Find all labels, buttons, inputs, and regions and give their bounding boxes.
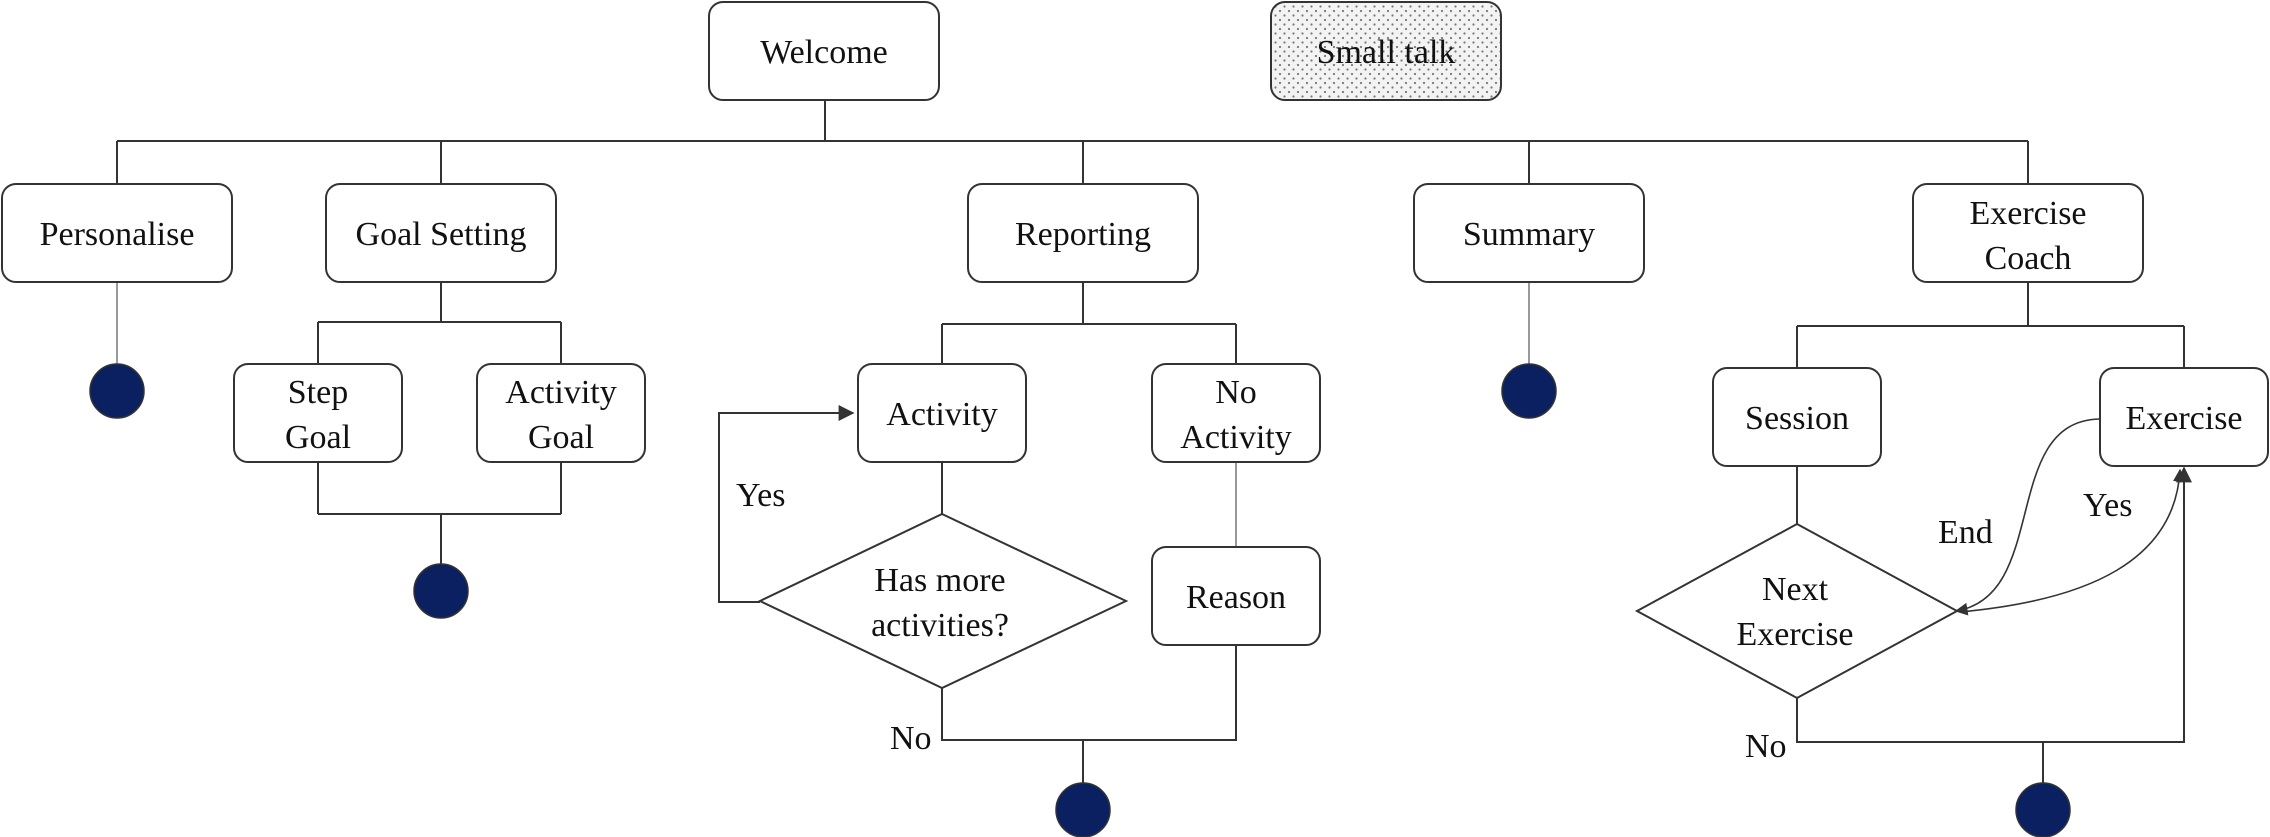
summary-node: Summary	[1413, 183, 1645, 283]
has-more-activities-decision: Has more activities?	[757, 512, 1129, 690]
has-more-label-line2: activities?	[871, 607, 1009, 644]
reason-node: Reason	[1151, 546, 1321, 646]
activity-goal-label-line1: Activity	[505, 374, 616, 411]
yes-edge-label: Yes	[736, 477, 785, 514]
next-exercise-label-line2: Exercise	[1736, 616, 1853, 653]
session-node: Session	[1712, 367, 1882, 467]
yes-exercise-edge-label: Yes	[2083, 487, 2132, 524]
activity-node: Activity	[857, 363, 1027, 463]
exercise-label: Exercise	[2125, 400, 2242, 437]
step-goal-label-line2: Goal	[285, 419, 351, 456]
connectors	[116, 100, 2192, 790]
goal-setting-end-terminal	[413, 563, 469, 619]
step-goal-node: Step Goal	[233, 363, 403, 463]
no-exercise-edge-label: No	[1745, 728, 1787, 765]
personalise-label: Personalise	[40, 216, 195, 253]
exercise-node: Exercise	[2099, 367, 2269, 467]
summary-end-terminal	[1501, 363, 1557, 419]
has-more-label-line1: Has more	[874, 562, 1005, 599]
personalise-node: Personalise	[1, 183, 233, 283]
small-talk-node: Small talk	[1270, 1, 1502, 101]
summary-label: Summary	[1463, 216, 1595, 253]
goal-setting-node: Goal Setting	[325, 183, 557, 283]
reason-label: Reason	[1186, 579, 1286, 616]
next-exercise-decision: Next Exercise	[1634, 522, 1960, 700]
small-talk-label: Small talk	[1317, 34, 1456, 71]
activity-goal-label-line2: Goal	[528, 419, 594, 456]
no-edge-label: No	[890, 720, 932, 757]
exercise-coach-label-line1: Exercise	[1969, 195, 2086, 232]
welcome-node: Welcome	[708, 1, 940, 101]
no-activity-label-line1: No	[1215, 374, 1257, 411]
no-activity-label-line2: Activity	[1180, 419, 1291, 456]
reporting-end-terminal	[1055, 782, 1111, 837]
reporting-label: Reporting	[1015, 216, 1151, 253]
personalise-end-terminal	[89, 363, 145, 419]
activity-label: Activity	[886, 396, 997, 433]
exercise-coach-node: Exercise Coach	[1912, 183, 2144, 283]
goal-setting-label: Goal Setting	[356, 216, 527, 253]
end-edge-label: End	[1938, 514, 1993, 551]
welcome-label: Welcome	[760, 34, 888, 71]
reporting-node: Reporting	[967, 183, 1199, 283]
exercise-coach-label-line2: Coach	[1985, 240, 2072, 277]
session-label: Session	[1745, 400, 1849, 437]
step-goal-label-line1: Step	[288, 374, 348, 411]
exercise-coach-end-terminal	[2015, 782, 2071, 837]
next-exercise-label-line1: Next	[1762, 571, 1829, 608]
no-activity-node: No Activity	[1151, 363, 1321, 463]
activity-goal-node: Activity Goal	[476, 363, 646, 463]
